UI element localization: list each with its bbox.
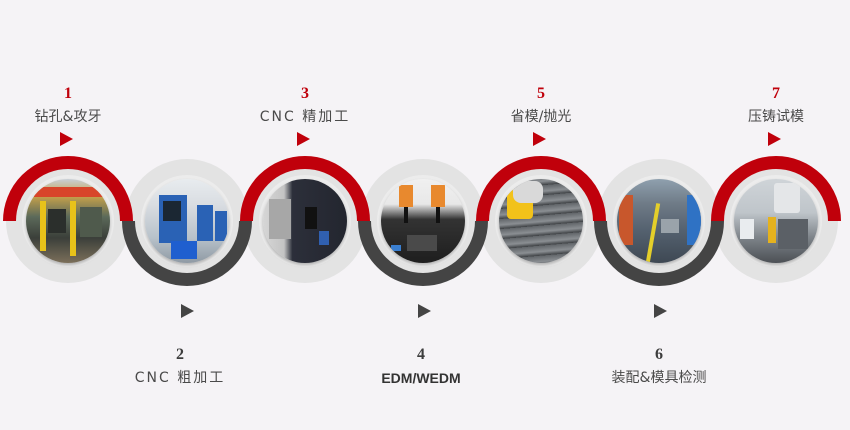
step-6-dark-arc [594, 220, 724, 286]
die-casting-trial-photo [734, 179, 818, 263]
step-3-red-arc [240, 156, 370, 222]
step-5-red-arc [476, 156, 606, 222]
edm-wedm-machines-photo [381, 179, 465, 263]
step-6-label: 6 装配&模具检测 [579, 346, 739, 387]
step-number: 5 [537, 85, 545, 102]
step-title: 省模/抛光 [510, 109, 572, 125]
step-2-dark-arc [122, 220, 252, 286]
step-1-label: 1 钻孔&攻牙 [0, 85, 148, 126]
step-number: 7 [772, 85, 780, 102]
step-title: 压铸试模 [748, 109, 804, 125]
step-7-red-arc [711, 156, 841, 222]
drilling-tapping-machines-photo [26, 179, 110, 263]
step-5-label: 5 省模/抛光 [461, 85, 621, 126]
mold-polishing-photo [499, 179, 583, 263]
play-arrow-icon [60, 132, 73, 146]
play-arrow-icon [768, 132, 781, 146]
step-title: CNC 精加工 [259, 109, 351, 125]
step-number: 1 [64, 85, 72, 102]
cnc-finish-machining-photo [263, 179, 347, 263]
step-title: CNC 粗加工 [134, 370, 226, 386]
step-7-label: 7 压铸试模 [696, 85, 850, 126]
step-number: 4 [417, 346, 425, 363]
step-title: 钻孔&攻牙 [34, 109, 102, 125]
play-arrow-icon [418, 304, 431, 318]
step-3-label: 3 CNC 精加工 [225, 85, 385, 126]
step-number: 2 [176, 346, 184, 363]
step-number: 3 [301, 85, 309, 102]
play-arrow-icon [533, 132, 546, 146]
step-2-label: 2 CNC 粗加工 [100, 346, 260, 387]
step-number: 6 [655, 346, 663, 363]
step-title: 装配&模具检测 [611, 370, 707, 386]
play-arrow-icon [297, 132, 310, 146]
play-arrow-icon [654, 304, 667, 318]
step-4-label: 4 EDM/WEDM [341, 346, 501, 387]
step-1-red-arc [3, 156, 133, 222]
step-title: EDM/WEDM [381, 370, 461, 386]
play-arrow-icon [181, 304, 194, 318]
step-4-dark-arc [358, 220, 488, 286]
cnc-rough-machining-photo [145, 179, 229, 263]
assembly-mold-inspection-photo [617, 179, 701, 263]
